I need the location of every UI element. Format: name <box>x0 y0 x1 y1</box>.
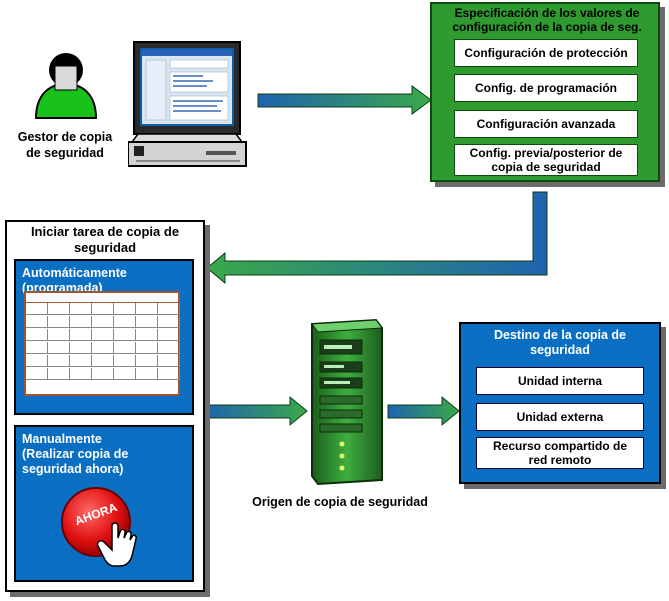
automatic-schedule-box: Automáticamente (programada) <box>14 259 194 415</box>
config-title: Especificación de los valores de configu… <box>452 6 642 34</box>
calendar-day-cell <box>26 342 48 354</box>
calendar-day-cell <box>158 329 180 341</box>
calendar-day-cell <box>158 316 180 328</box>
manual-label: Manualmente (Realizar copia de seguridad… <box>22 432 129 476</box>
calendar-day-cell <box>92 329 114 341</box>
calendar-header <box>26 293 178 303</box>
calendar-day-cell <box>48 303 70 315</box>
calendar-day-cell <box>48 355 70 367</box>
calendar-day-cell <box>70 368 92 380</box>
calendar-day-cell <box>114 329 136 341</box>
source-label: Origen de copia de seguridad <box>252 495 428 509</box>
destination-panel: Destino de la copia de seguridad Unidad … <box>459 322 661 484</box>
arrow-config-to-start <box>206 191 548 285</box>
calendar-day-cell <box>26 303 48 315</box>
calendar-day-cell <box>136 303 158 315</box>
calendar-icon <box>24 291 180 396</box>
calendar-day-cell <box>114 303 136 315</box>
destination-remote-share: Recurso compartido de red remoto <box>476 437 644 469</box>
calendar-day-cell <box>136 329 158 341</box>
manual-box: Manualmente (Realizar copia de seguridad… <box>14 425 194 582</box>
calendar-day-cell <box>92 342 114 354</box>
calendar-day-cell <box>136 368 158 380</box>
calendar-day-cell <box>70 342 92 354</box>
calendar-day-cell <box>158 355 180 367</box>
destination-internal-drive: Unidad interna <box>476 367 644 395</box>
calendar-day-cell <box>70 316 92 328</box>
calendar-day-cell <box>136 316 158 328</box>
start-task-panel: Iniciar tarea de copia de seguridad Auto… <box>5 220 205 592</box>
calendar-day-cell <box>26 368 48 380</box>
calendar-day-cell <box>48 316 70 328</box>
arrow-to-config <box>257 85 432 115</box>
calendar-day-cell <box>70 329 92 341</box>
hand-cursor-icon <box>96 522 137 567</box>
calendar-day-cell <box>26 329 48 341</box>
calendar-day-cell <box>70 355 92 367</box>
calendar-day-cell <box>114 342 136 354</box>
config-panel: Especificación de los valores de configu… <box>430 2 660 182</box>
calendar-day-cell <box>48 342 70 354</box>
arrow-start-to-source <box>204 395 308 427</box>
destination-title: Destino de la copia de seguridad <box>494 328 626 357</box>
calendar-day-cell <box>92 355 114 367</box>
calendar-day-cell <box>92 303 114 315</box>
config-item-advanced: Configuración avanzada <box>454 110 638 138</box>
calendar-day-cell <box>158 342 180 354</box>
computer-monitor-icon <box>128 41 247 167</box>
calendar-day-cell <box>114 368 136 380</box>
config-item-schedule: Config. de programación <box>454 74 638 102</box>
person-icon <box>34 53 98 119</box>
calendar-day-cell <box>26 355 48 367</box>
manager-label-line2: de seguridad <box>26 146 104 160</box>
config-item-pre-post: Config. previa/posterior de copia de seg… <box>454 144 638 176</box>
calendar-day-cell <box>92 368 114 380</box>
manager-label-line1: Gestor de copia <box>17 130 113 144</box>
calendar-day-cell <box>92 316 114 328</box>
calendar-day-cell <box>26 316 48 328</box>
calendar-day-cell <box>114 316 136 328</box>
start-task-title: Iniciar tarea de copia de seguridad <box>30 224 180 255</box>
calendar-day-cell <box>70 303 92 315</box>
config-item-protection: Configuración de protección <box>454 39 638 67</box>
server-icon <box>311 318 383 486</box>
calendar-day-cell <box>114 355 136 367</box>
calendar-day-cell <box>136 355 158 367</box>
calendar-day-cell <box>158 303 180 315</box>
now-button-graphic[interactable] <box>54 482 154 582</box>
calendar-day-cell <box>48 368 70 380</box>
calendar-day-cell <box>136 342 158 354</box>
calendar-day-cell <box>158 368 180 380</box>
destination-external-drive: Unidad externa <box>476 403 644 431</box>
calendar-day-cell <box>48 329 70 341</box>
arrow-source-to-destination <box>387 395 460 427</box>
